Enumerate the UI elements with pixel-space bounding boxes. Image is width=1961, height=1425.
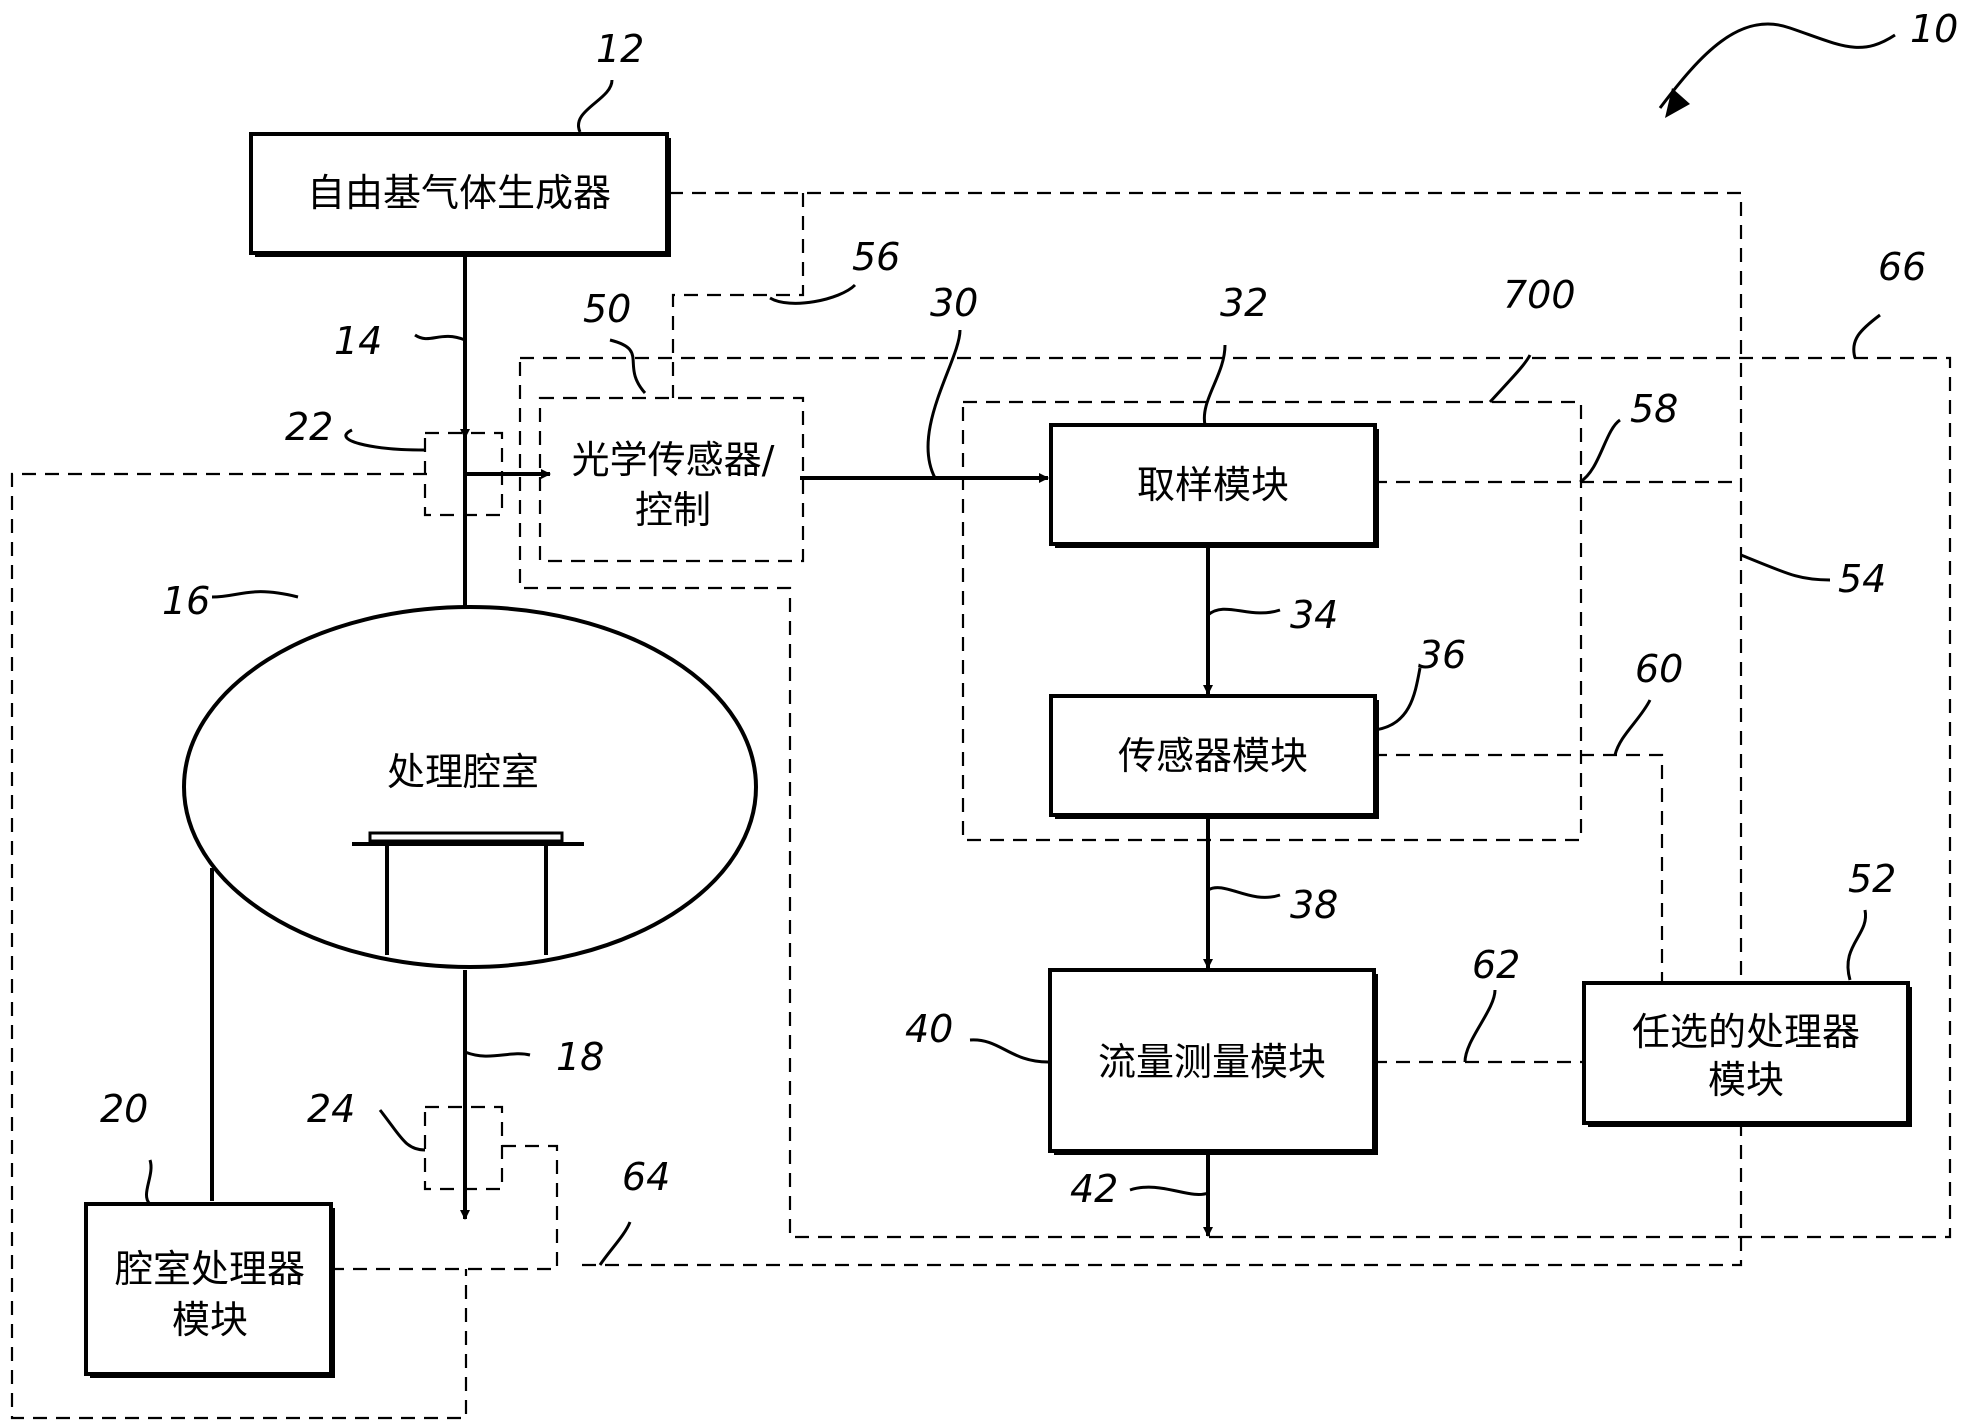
ref-34: 34 [1290,593,1338,637]
solid-flow-lines [210,252,1213,1237]
optical-label-line2: 控制 [635,488,711,532]
flow-measurement-module-block: 流量测量模块 [1048,968,1378,1155]
sensor-label: 传感器模块 [1118,734,1308,778]
chamber-proc-label-line2: 模块 [172,1298,248,1342]
ref-32: 32 [1220,281,1268,325]
optical-label-line1: 光学传感器/ [572,438,775,482]
ref-22: 22 [285,405,333,449]
ref-700: 700 [1503,273,1576,317]
chamber-proc-label-line1: 腔室处理器 [115,1247,305,1291]
optional-label-line2: 模块 [1708,1058,1784,1102]
optional-processor-module-block: 任选的处理器 模块 [1582,981,1912,1127]
free-radical-gas-generator-block: 自由基气体生成器 [249,132,671,257]
ref-24: 24 [307,1087,355,1131]
ref-38: 38 [1290,883,1338,927]
ref-54: 54 [1838,557,1886,601]
ref-60: 60 [1635,647,1683,691]
ref-16: 16 [162,579,210,623]
generator-label: 自由基气体生成器 [307,171,611,215]
ref-66: 66 [1878,245,1926,289]
dashed-signal-lines [10,191,1952,1420]
wafer-pedestal [352,831,584,955]
chamber-processor-module-block: 腔室处理器 模块 [84,1202,335,1378]
chamber-label: 处理腔室 [387,750,539,794]
ref-36: 36 [1418,633,1466,677]
reference-numerals: 10 12 14 16 18 20 22 24 30 32 34 36 38 4… [100,7,1958,1211]
sampling-label: 取样模块 [1137,463,1289,507]
ref-14: 14 [334,319,382,363]
sensor-module-block: 传感器模块 [1049,694,1379,819]
ref-62: 62 [1472,943,1520,987]
ref-56: 56 [852,235,900,279]
ref-10: 10 [1910,7,1958,51]
ref-58: 58 [1630,387,1678,431]
optical-sensor-control-block: 光学传感器/ 控制 [538,396,805,563]
process-chamber: 处理腔室 [182,605,758,969]
ref-30: 30 [930,281,978,325]
optional-label-line1: 任选的处理器 [1632,1010,1860,1054]
leader-lines [144,22,1896,1266]
ref-50: 50 [583,287,631,331]
ref-64: 64 [622,1155,670,1199]
ref-20: 20 [100,1087,148,1131]
sampling-module-block: 取样模块 [1049,423,1379,548]
ref-12: 12 [596,27,644,71]
ref-42: 42 [1070,1167,1118,1211]
ref-52: 52 [1848,857,1896,901]
ref-40: 40 [905,1007,953,1051]
flow-label: 流量测量模块 [1098,1040,1326,1084]
ref-18: 18 [556,1035,604,1079]
